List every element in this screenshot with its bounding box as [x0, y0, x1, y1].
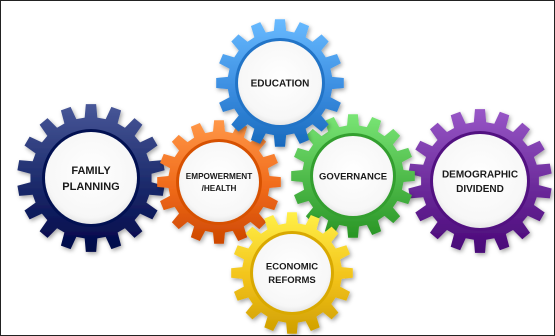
gear-label-empowerment-health-line-1: EMPOWERMENT: [186, 172, 252, 181]
gear-label-demographic-dividend-line-1: DEMOGRAPHIC: [442, 169, 518, 180]
gear-hub-empowerment-health: [179, 142, 259, 222]
gear-hub-governance: [313, 136, 393, 216]
gear-hub-demographic-dividend: [433, 134, 527, 228]
gear-label-education-line-1: EDUCATION: [251, 79, 310, 90]
gear-hub-family-planning: [45, 132, 137, 224]
gear-label-economic-reforms-line-1: ECONOMIC: [266, 261, 318, 272]
gear-hub-economic-reforms: [253, 234, 331, 312]
gear-label-economic-reforms-line-2: REFORMS: [268, 275, 316, 286]
gear-empowerment-health: EMPOWERMENT/HEALTH: [157, 120, 281, 244]
gear-economic-reforms: ECONOMIC REFORMS: [231, 212, 353, 334]
gear-label-empowerment-health-line-2: /HEALTH: [202, 184, 237, 193]
gear-hub-education: [238, 41, 322, 125]
gear-label-governance-line-1: GOVERNANCE: [319, 171, 387, 182]
gear-education: EDUCATION: [216, 19, 344, 147]
gear-label-family-planning-line-1: FAMILY: [71, 165, 111, 177]
gear-governance: GOVERNANCE: [291, 114, 415, 238]
gear-demographic-dividend: DEMOGRAPHIC DIVIDEND: [408, 109, 552, 253]
gear-label-family-planning-line-2: PLANNING: [62, 181, 119, 193]
gear-family-planning: FAMILY PLANNING: [17, 104, 165, 252]
gear-label-demographic-dividend-line-2: DIVIDEND: [456, 184, 504, 195]
